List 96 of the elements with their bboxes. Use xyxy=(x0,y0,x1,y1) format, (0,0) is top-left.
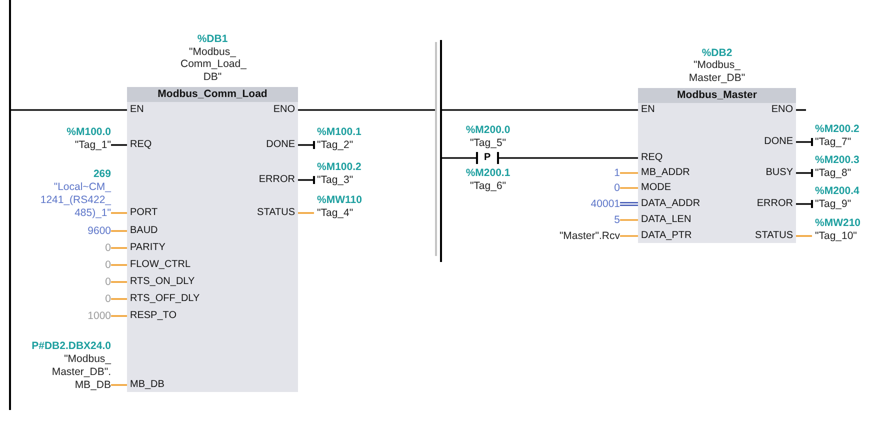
block-title: Modbus_Comm_Load xyxy=(127,87,298,102)
parameter-value: 1000 xyxy=(88,310,111,322)
wire xyxy=(796,137,813,147)
pin-label: ERROR xyxy=(754,197,796,211)
tag-address: %M200.4 xyxy=(815,184,860,198)
wire xyxy=(111,144,127,146)
wire xyxy=(111,298,127,300)
pin-label: REQ xyxy=(127,138,155,152)
wire xyxy=(620,235,638,237)
tag-address: %MW210 xyxy=(815,216,861,230)
pin-label: PORT xyxy=(127,206,161,220)
pin-label: BAUD xyxy=(127,224,161,238)
tag-name: "Modbus_ Master_DB". MB_DB xyxy=(50,352,111,392)
pin-label: MB_DB xyxy=(127,378,168,392)
wire xyxy=(298,109,435,111)
parameter-value: "Local~CM_ 1241_(RS422_ 485)_1" xyxy=(39,180,111,220)
pin-label: REQ xyxy=(638,151,666,165)
parameter-value: 40001 xyxy=(590,198,620,210)
parameter-value: 9600 xyxy=(88,224,111,238)
wire xyxy=(298,140,315,150)
tag-address: %M200.0 xyxy=(464,124,512,136)
tag-name: "Tag_5" xyxy=(468,136,508,149)
pin-label: DATA_PTR xyxy=(638,229,695,243)
pin-label: FLOW_CTRL xyxy=(127,258,194,272)
pin-label: DONE xyxy=(263,138,298,152)
contact-symbol: P xyxy=(476,152,499,164)
wire xyxy=(111,230,127,232)
wire xyxy=(11,109,127,111)
pin-label: DONE xyxy=(761,135,796,149)
parameter-value: 0 xyxy=(105,242,111,254)
instance-address: %DB2 xyxy=(700,46,734,59)
pin-label: PARITY xyxy=(127,241,168,255)
parameter-value: 5 xyxy=(614,214,620,226)
tag-name: "Tag_2" xyxy=(317,138,354,152)
wire xyxy=(796,168,813,178)
wire xyxy=(111,315,127,317)
instance-name: "Modbus_ Master_DB" xyxy=(688,59,746,84)
tag-address: P#DB2.DBX24.0 xyxy=(31,340,111,352)
tag-address: %M200.3 xyxy=(815,154,860,166)
tag-address: %M200.2 xyxy=(815,122,860,136)
pin-label: MB_ADDR xyxy=(638,166,693,180)
pin-label: ENO xyxy=(270,103,298,117)
wire xyxy=(796,199,813,209)
parameter-value: 0 xyxy=(105,292,111,306)
pin-label: DATA_LEN xyxy=(638,213,694,227)
tag-name: "Tag_7" xyxy=(815,136,852,148)
tag-name: "Tag_9" xyxy=(815,198,852,210)
tag-name: "Tag_6" xyxy=(468,180,508,192)
tag-name: "Tag_1" xyxy=(74,138,111,152)
wire xyxy=(796,109,806,111)
wire xyxy=(111,281,127,283)
parameter-value: 0 xyxy=(614,182,620,194)
wire xyxy=(111,384,127,386)
pin-label: STATUS xyxy=(254,206,298,220)
pin-label: ENO xyxy=(768,103,796,117)
wire xyxy=(620,219,638,221)
wire xyxy=(298,175,315,185)
function-block xyxy=(638,88,796,243)
pin-label: RTS_ON_DLY xyxy=(127,275,198,289)
wire xyxy=(111,212,127,214)
parameter-value: 0 xyxy=(105,258,111,272)
tag-address: %M200.1 xyxy=(464,167,512,180)
tag-name: "Tag_4" xyxy=(317,206,354,220)
function-block xyxy=(127,87,298,392)
tag-name: "Tag_8" xyxy=(815,166,852,180)
parameter-value: 1 xyxy=(614,166,620,180)
tag-address: %M100.2 xyxy=(317,160,362,174)
wire xyxy=(442,157,476,159)
wire xyxy=(298,212,314,214)
tag-address: 269 xyxy=(92,168,111,180)
tag-address: %MW110 xyxy=(317,194,362,206)
pin-label: EN xyxy=(127,103,147,117)
wire xyxy=(111,247,127,249)
tag-name: "Tag_10" xyxy=(815,230,858,242)
tag-address: %M100.1 xyxy=(317,126,362,138)
tag-name: "Tag_3" xyxy=(317,174,354,186)
instance-name: "Modbus_ Comm_Load_ DB" xyxy=(180,46,244,83)
pin-label: DATA_ADDR xyxy=(638,197,704,211)
wire xyxy=(442,109,638,111)
wire xyxy=(498,157,638,159)
pin-label: STATUS xyxy=(752,229,796,243)
instance-address: %DB1 xyxy=(196,33,229,46)
tag-name: "Master".Rcv xyxy=(559,230,620,242)
pin-label: ERROR xyxy=(256,173,298,187)
wire xyxy=(111,264,127,266)
block-title: Modbus_Master xyxy=(638,88,796,103)
pin-label: MODE xyxy=(638,181,674,195)
wire xyxy=(620,172,638,174)
parameter-value: 0 xyxy=(105,276,111,288)
wire xyxy=(796,235,812,237)
tag-address: %M100.0 xyxy=(66,126,111,138)
wire xyxy=(620,187,638,189)
pin-label: RTS_OFF_DLY xyxy=(127,292,203,306)
pin-label: EN xyxy=(638,103,658,117)
pin-label: RESP_TO xyxy=(127,309,180,323)
pin-label: BUSY xyxy=(762,166,796,180)
